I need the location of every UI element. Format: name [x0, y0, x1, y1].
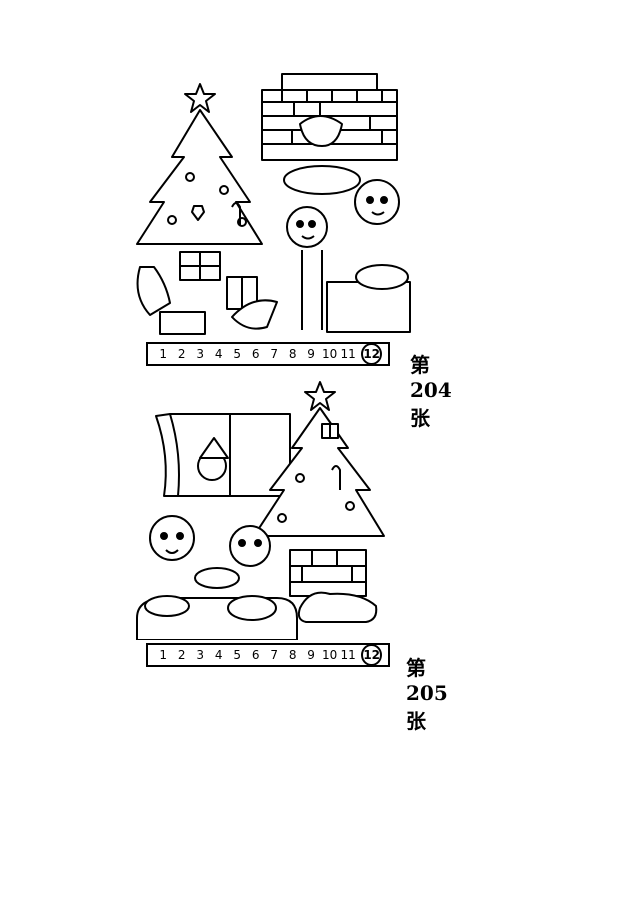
strip-number: 9 [307, 648, 315, 662]
strip-number: 10 [321, 648, 338, 662]
page-caption: 第 204 张 [410, 353, 452, 430]
page-caption: 第 205 张 [406, 656, 448, 733]
number-strip: 1 2 3 4 5 6 7 8 9 10 11 12 [146, 643, 390, 667]
strip-number-circled: 12 [361, 343, 383, 365]
strip-number: 5 [233, 648, 241, 662]
strip-number: 5 [233, 347, 241, 361]
strip-number: 4 [214, 347, 223, 361]
strip-number: 2 [177, 648, 186, 662]
strip-number-circled: 12 [361, 644, 383, 666]
dining-table-icon [326, 281, 411, 333]
tree-star-icon [184, 83, 216, 113]
dog-icon [297, 591, 378, 623]
strip-number: 7 [270, 648, 278, 662]
strip-number: 6 [251, 347, 260, 361]
strip-number: 4 [214, 648, 223, 662]
strip-number: 10 [321, 347, 338, 361]
christmas-tree-icon [253, 407, 385, 537]
strip-number: 3 [196, 347, 205, 361]
tree-star-icon [304, 381, 336, 411]
scene-illustration-205 [132, 378, 392, 640]
cake-icon [194, 567, 240, 589]
turkey-icon [227, 595, 277, 621]
child-icon [149, 515, 195, 561]
christmas-tree-icon [136, 109, 263, 245]
strip-number: 11 [340, 347, 356, 361]
child-icon [229, 525, 271, 567]
strip-number: 1 [159, 347, 168, 361]
strip-number: 2 [177, 347, 186, 361]
gift-box-icon [159, 311, 206, 335]
strip-number: 1 [159, 648, 168, 662]
strip-number: 7 [270, 347, 278, 361]
number-strip: 1 2 3 4 5 6 7 8 9 10 11 12 [146, 342, 390, 366]
strip-number: 8 [288, 347, 297, 361]
person-icon [286, 206, 328, 248]
scene-illustration-204 [132, 72, 412, 340]
strip-number: 8 [288, 648, 297, 662]
strip-number: 6 [251, 648, 260, 662]
person-icon [354, 179, 400, 225]
strip-number: 3 [196, 648, 205, 662]
strip-number: 11 [340, 648, 356, 662]
strip-number: 9 [307, 347, 315, 361]
